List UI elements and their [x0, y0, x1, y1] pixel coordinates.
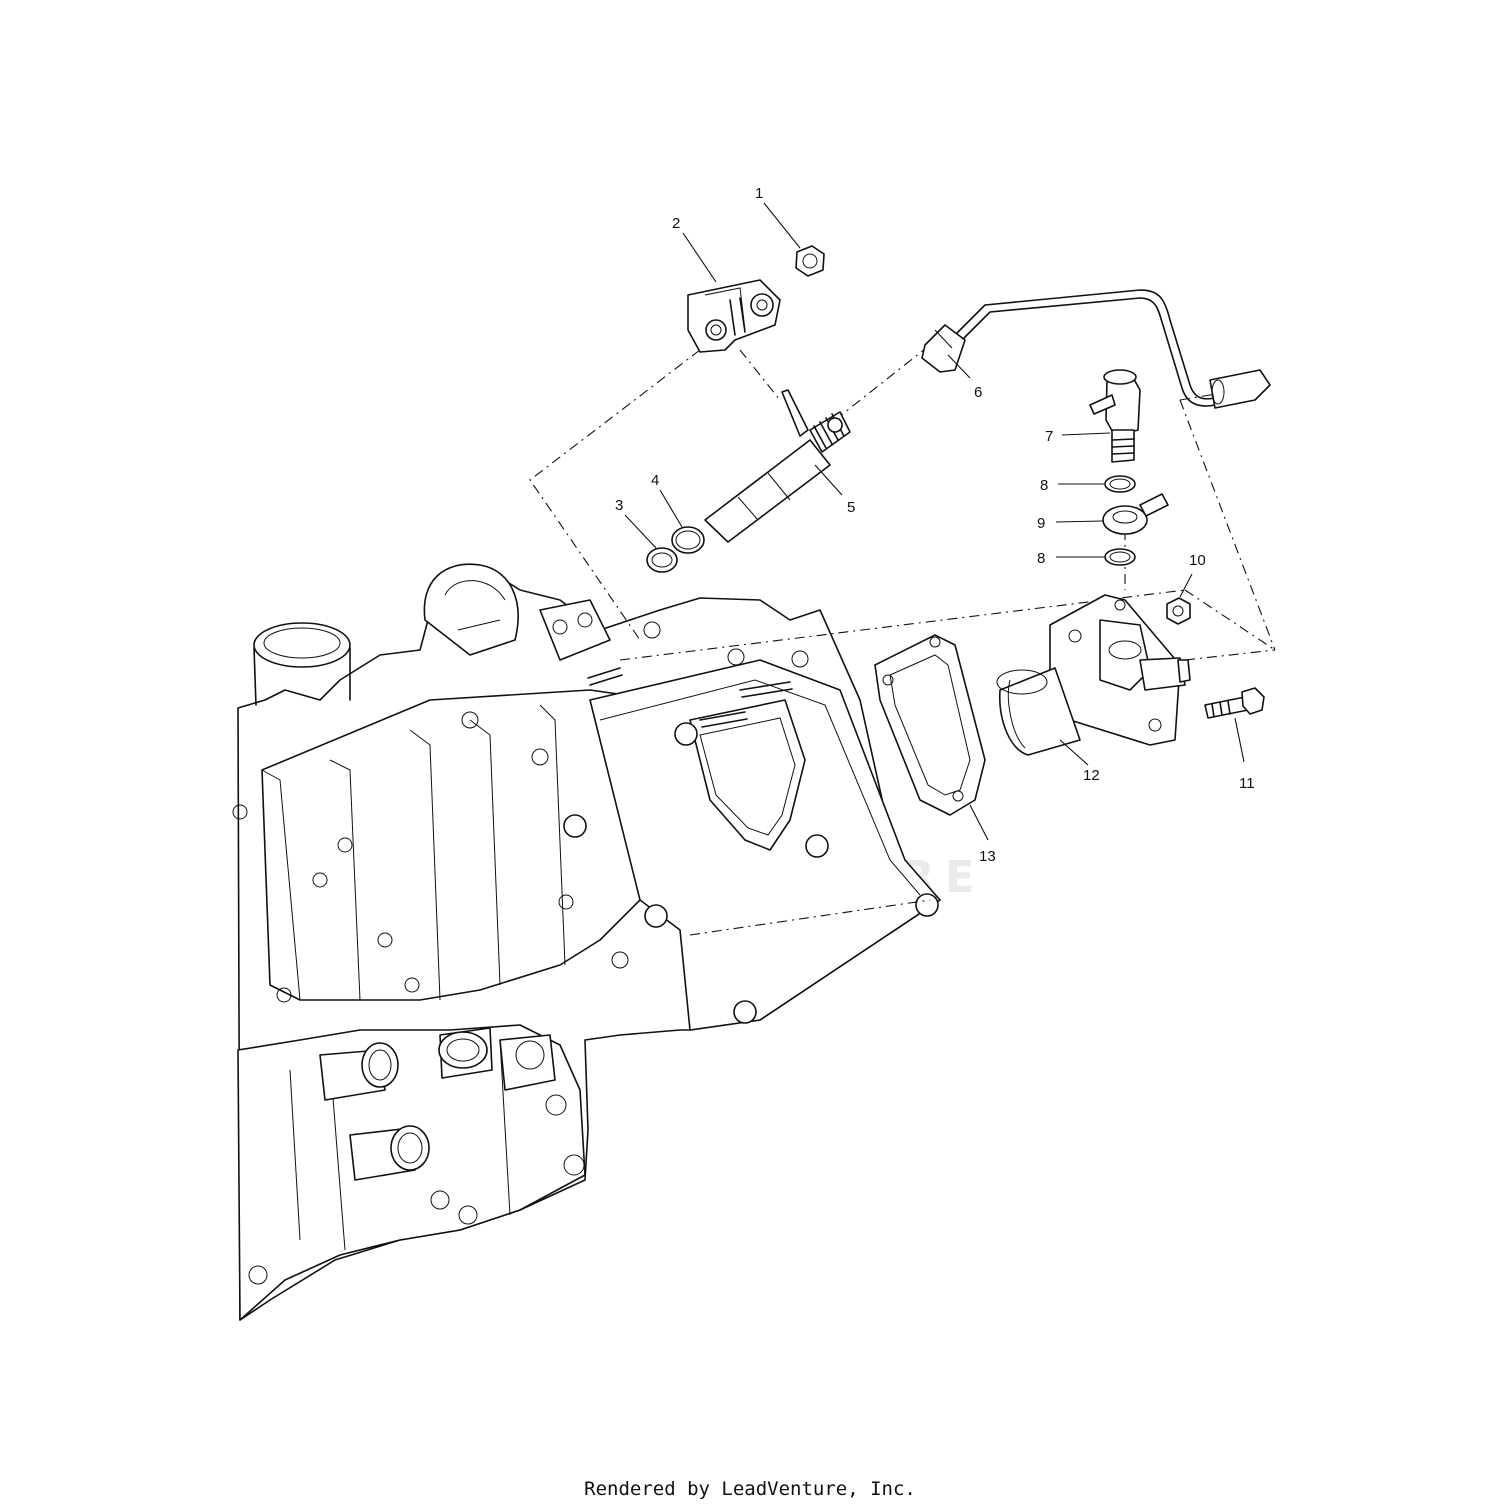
part-3-washer [646, 547, 678, 573]
part-7-banjo-bolt [1089, 369, 1141, 463]
callout-4: 4 [651, 472, 659, 489]
callout-5: 5 [847, 499, 855, 516]
part-11-bolt [1204, 687, 1265, 719]
part-1-flange-nut [795, 245, 825, 277]
part-4-o-ring [671, 526, 705, 554]
callout-13: 13 [979, 848, 996, 865]
callout-7: 7 [1045, 428, 1053, 445]
callout-8-upper: 8 [1040, 477, 1048, 494]
engine-block [232, 563, 941, 1321]
part-8-sealing-washer-lower [1104, 548, 1136, 566]
callout-labels: 1 2 3 4 5 6 7 8 9 8 10 11 12 13 [615, 185, 1255, 865]
callout-1: 1 [755, 185, 763, 202]
callout-10: 10 [1189, 552, 1206, 569]
part-13-gasket [874, 634, 986, 816]
callout-12: 12 [1083, 767, 1100, 784]
callout-8-lower: 8 [1037, 550, 1045, 567]
assembly-guide-lines [529, 344, 1276, 936]
callout-6: 6 [974, 384, 982, 401]
part-6-fuel-line [921, 289, 1271, 409]
callout-leaders [624, 202, 1245, 841]
part-10-nut [1166, 597, 1191, 625]
part-2-injector-clamp [687, 279, 781, 353]
part-5-fuel-injector [704, 389, 851, 543]
callout-11: 11 [1239, 775, 1255, 792]
callout-3: 3 [615, 497, 623, 514]
part-8-sealing-washer-upper [1104, 475, 1136, 493]
callout-2: 2 [672, 215, 680, 232]
footer-credit: Rendered by LeadVenture, Inc. [584, 1478, 916, 1500]
part-9-banjo-fitting [1102, 493, 1169, 535]
callout-9: 9 [1037, 515, 1045, 532]
part-12-pump-housing [996, 594, 1191, 756]
